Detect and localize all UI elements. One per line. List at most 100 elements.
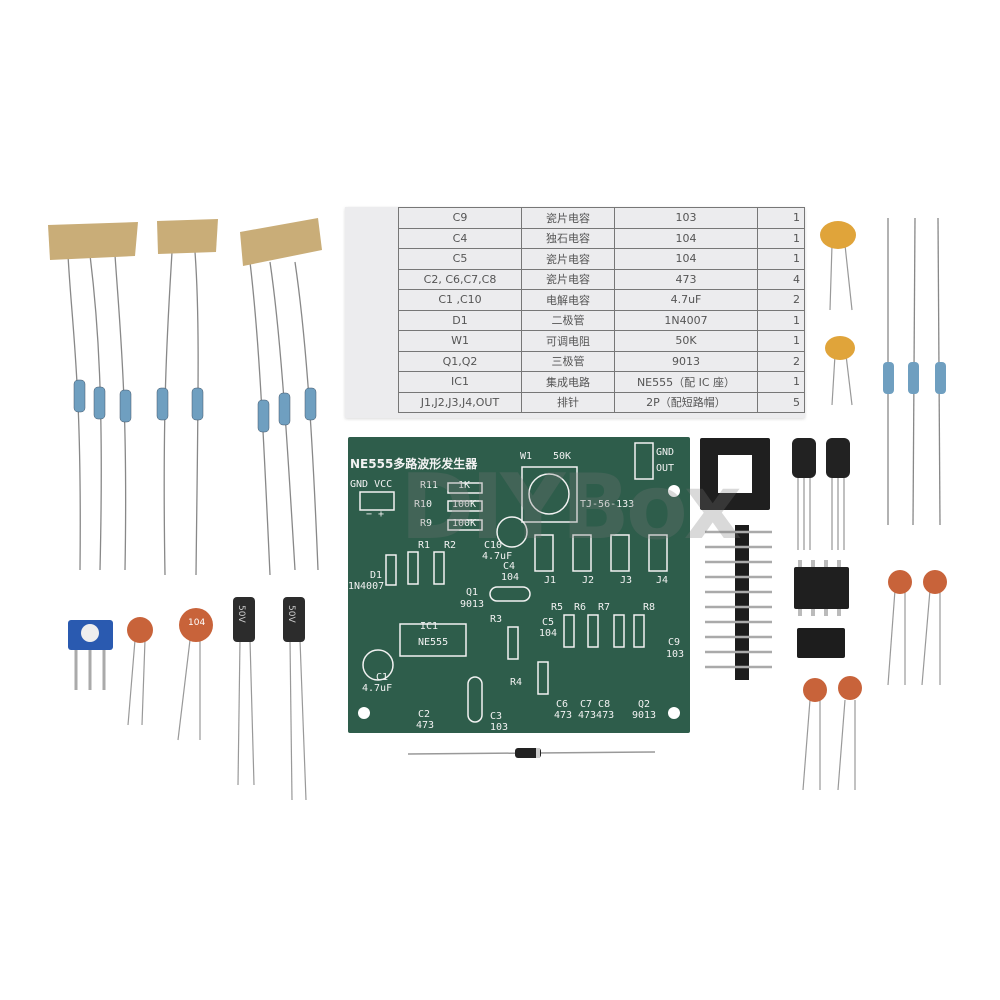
label-w1: W1 (520, 451, 533, 462)
bom-cell: 电解电容 (521, 289, 615, 311)
bom-cell: C9 (398, 207, 522, 229)
bom-cell: 排针 (521, 391, 615, 413)
label-q2-val: 9013 (632, 710, 657, 721)
label-j3: J3 (620, 575, 633, 586)
bom-cell: 9013 (614, 350, 758, 372)
bom-cell: C1 ,C10 (398, 289, 522, 311)
bom-cell: C5 (398, 248, 522, 270)
bom-cell: 5 (757, 391, 805, 413)
label-c3-val: 103 (490, 722, 509, 733)
label-q1: Q1 (466, 587, 479, 598)
label-gnd-vcc: GND VCC (350, 479, 393, 490)
ne555-chip (794, 560, 849, 616)
label-d1: D1 (370, 570, 383, 581)
bom-cell: 1N4007 (614, 309, 758, 331)
bom-cell: 1 (757, 207, 805, 229)
bom-cell: 集成电路 (521, 371, 615, 393)
pcb-title: NE555多路波形发生器 (350, 457, 478, 471)
label-c5-val: 104 (539, 628, 558, 639)
label-r11-val: 1K (458, 480, 471, 491)
ceramic-cap-mark: 104 (188, 618, 206, 628)
bom-cell: W1 (398, 330, 522, 352)
pin-header (705, 525, 772, 680)
label-c9: C9 (668, 637, 681, 648)
pcb-board: NE555多路波形发生器 GND VCC − + R11 1K R10 100K… (348, 437, 690, 733)
label-c9-val: 103 (666, 649, 685, 660)
bom-cell: 1 (757, 330, 805, 352)
bom-cell: 4 (757, 268, 805, 290)
label-w1-val: 50K (553, 451, 572, 462)
bom-cell: C4 (398, 227, 522, 249)
label-c2: C2 (418, 709, 431, 720)
jumper-cap (797, 628, 845, 658)
diode-1n4007 (407, 748, 656, 758)
label-c7-c8: C7 C8 (580, 699, 611, 710)
electrolytic-mark-1: 50V (236, 605, 246, 623)
resistors-right (883, 217, 946, 526)
bom-cell: 50K (614, 330, 758, 352)
label-c1: C1 (376, 672, 389, 683)
label-ic1-val: NE555 (418, 637, 449, 648)
label-c3: C3 (490, 711, 503, 722)
label-out: OUT (656, 463, 675, 474)
ceramic-caps-orange (127, 589, 941, 791)
label-r5: R5 (551, 602, 564, 613)
bom-cell: J1,J2,J3,J4,OUT (398, 391, 522, 413)
label-gnd: GND (656, 447, 675, 458)
label-j4: J4 (656, 575, 669, 586)
bom-cell: 104 (614, 227, 758, 249)
label-r10-val: 100K (452, 499, 477, 510)
bom-cell: 1 (757, 248, 805, 270)
ceramic-caps-yellow (820, 221, 856, 406)
label-c6: C6 (556, 699, 569, 710)
bom-cell: 1 (757, 227, 805, 249)
label-r7: R7 (598, 602, 611, 613)
bom-cell: 103 (614, 207, 758, 229)
label-d1-val: 1N4007 (348, 581, 385, 592)
bom-cell: C2, C6,C7,C8 (398, 268, 522, 290)
ceramic-cap-bodies (127, 570, 947, 702)
bom-cell: D1 (398, 309, 522, 331)
tape-2 (157, 219, 218, 254)
pcb-silkscreen (358, 442, 680, 723)
bom-cell: 4.7uF (614, 289, 758, 311)
label-ic1: IC1 (420, 621, 439, 632)
label-c10-val: 4.7uF (482, 551, 513, 562)
bom-cell: 瓷片电容 (521, 207, 615, 229)
label-c6-val: 473 (554, 710, 573, 721)
label-c4-val: 104 (501, 572, 520, 583)
label-q1-val: 9013 (460, 599, 485, 610)
label-c1-val: 4.7uF (362, 683, 393, 694)
bom-cell: 2 (757, 289, 805, 311)
label-r3: R3 (490, 614, 503, 625)
resistor-strip-1 (67, 251, 319, 576)
ic-socket (700, 438, 770, 510)
label-c2-val: 473 (416, 720, 435, 731)
label-c10: C10 (484, 540, 503, 551)
label-r8: R8 (643, 602, 656, 613)
electrolytic-caps (233, 597, 307, 801)
bom-cell: 瓷片电容 (521, 268, 615, 290)
label-model: TJ-56-133 (580, 499, 635, 510)
resistors-left (73, 379, 317, 433)
bom-cell: 二极管 (521, 309, 615, 331)
label-r11: R11 (420, 480, 439, 491)
bom-cell: 473 (614, 268, 758, 290)
label-r2: R2 (444, 540, 457, 551)
label-c4: C4 (503, 561, 516, 572)
label-r10: R10 (414, 499, 433, 510)
trimmer-potentiometer (68, 620, 113, 690)
bom-cell: 瓷片电容 (521, 248, 615, 270)
transistors (792, 438, 850, 550)
bom-cell: IC1 (398, 371, 522, 393)
